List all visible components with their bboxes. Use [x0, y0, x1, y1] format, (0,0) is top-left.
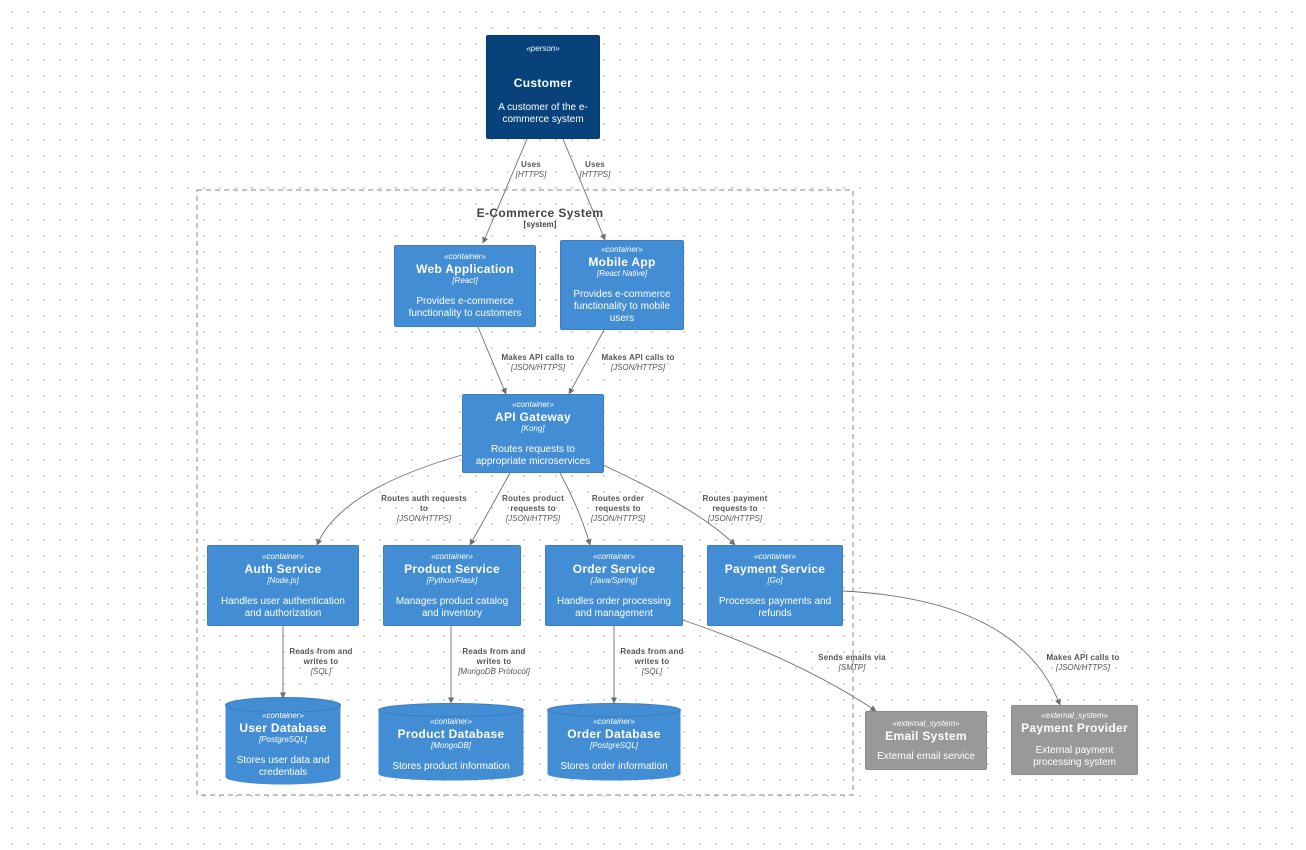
order-database-description: Stores order information	[560, 761, 668, 772]
mobile-app-node[interactable]: «container» Mobile App [React Native] Pr…	[560, 240, 684, 330]
order-database-title: Order Database	[567, 727, 661, 741]
web-app-stereotype: «container»	[444, 252, 486, 261]
payment-provider-node[interactable]: «external_system» Payment Provider Exter…	[1011, 705, 1138, 775]
auth-service-title: Auth Service	[244, 561, 322, 576]
web-app-node[interactable]: «container» Web Application [React] Prov…	[394, 245, 536, 327]
order-service-node[interactable]: «container» Order Service [Java/Spring] …	[545, 545, 683, 626]
email-system-node[interactable]: «external_system» Email System External …	[865, 711, 987, 770]
mobile-app-title: Mobile App	[588, 255, 656, 269]
edge-api-gateway-product-service	[469, 472, 511, 546]
edge-payment-service-payment-provider	[842, 590, 1061, 706]
product-database-node[interactable]: «container» Product Database [MongoDB] S…	[378, 703, 524, 781]
payment-provider-title: Payment Provider	[1021, 721, 1128, 735]
web-app-title: Web Application	[416, 262, 514, 276]
payment-provider-description: External payment processing system	[1033, 745, 1116, 768]
product-service-technology: [Python/Flask]	[426, 575, 478, 585]
api-gateway-node[interactable]: «container» API Gateway [Kong] Routes re…	[462, 394, 604, 473]
email-system-stereotype: «external_system»	[892, 718, 960, 728]
web-app-description: Provides e-commerce functionality to cus…	[408, 296, 522, 319]
customer-node[interactable]: «person» Customer A customer of the e-co…	[486, 35, 600, 139]
customer-title: Customer	[513, 76, 573, 90]
edge-order-service-email-system	[682, 619, 877, 712]
product-service-node[interactable]: «container» Product Service [Python/Flas…	[383, 545, 521, 626]
api-gateway-title: API Gateway	[495, 409, 571, 424]
user-database-node[interactable]: «container» User Database [PostgreSQL] S…	[225, 697, 341, 785]
order-service-stereotype: «container»	[593, 551, 635, 561]
payment-service-description: Processes payments and refunds	[718, 595, 832, 619]
product-service-title: Product Service	[404, 561, 500, 576]
order-database-stereotype: «container»	[593, 717, 635, 726]
product-database-description: Stores product information	[392, 761, 510, 772]
user-database-description: Stores user data and credentials	[236, 755, 330, 778]
email-system-description: External email service	[877, 750, 975, 762]
mobile-app-stereotype: «container»	[601, 245, 643, 254]
order-database-cylinder-icon	[547, 703, 681, 781]
order-service-technology: [Java/Spring]	[590, 575, 638, 585]
api-gateway-stereotype: «container»	[512, 399, 554, 409]
edge-web-app-api-gateway	[477, 326, 507, 395]
customer-description: A customer of the e-commerce system	[498, 102, 588, 125]
order-database-node[interactable]: «container» Order Database [PostgreSQL] …	[547, 703, 681, 781]
web-app-technology: [React]	[452, 276, 478, 285]
product-service-description: Manages product catalog and inventory	[395, 595, 509, 619]
system-boundary	[196, 189, 854, 796]
edge-api-gateway-payment-service	[602, 464, 736, 546]
email-system-title: Email System	[885, 728, 967, 743]
auth-service-description: Handles user authentication and authoriz…	[221, 595, 345, 619]
order-service-description: Handles order processing and management	[557, 595, 671, 619]
user-database-technology: [PostgreSQL]	[258, 735, 308, 744]
payment-provider-stereotype: «external_system»	[1040, 711, 1109, 720]
payment-service-technology: [Go]	[767, 575, 783, 585]
mobile-app-description: Provides e-commerce functionality to mob…	[573, 289, 671, 324]
mobile-app-technology: [React Native]	[596, 269, 648, 278]
user-database-title: User Database	[239, 721, 327, 735]
user-database-stereotype: «container»	[262, 711, 304, 720]
edge-customer-web-app	[482, 138, 528, 244]
edge-customer-mobile-app	[562, 138, 606, 241]
auth-service-node[interactable]: «container» Auth Service [Node.js] Handl…	[207, 545, 359, 626]
payment-service-stereotype: «container»	[754, 551, 796, 561]
product-database-technology: [MongoDB]	[430, 741, 472, 750]
edge-api-gateway-auth-service	[316, 454, 463, 546]
payment-service-node[interactable]: «container» Payment Service [Go] Process…	[707, 545, 843, 626]
order-service-title: Order Service	[572, 561, 656, 576]
order-database-technology: [PostgreSQL]	[589, 741, 639, 750]
auth-service-stereotype: «container»	[262, 551, 304, 561]
auth-service-technology: [Node.js]	[267, 575, 299, 585]
edge-api-gateway-order-service	[559, 472, 592, 546]
product-database-cylinder-icon	[378, 703, 524, 781]
product-service-stereotype: «container»	[431, 551, 473, 561]
user-database-cylinder-icon	[225, 697, 341, 785]
product-database-title: Product Database	[397, 727, 505, 741]
payment-service-title: Payment Service	[724, 561, 826, 576]
api-gateway-technology: [Kong]	[521, 423, 545, 433]
customer-stereotype: «person»	[526, 44, 560, 53]
product-database-stereotype: «container»	[430, 717, 472, 726]
api-gateway-description: Routes requests to appropriate microserv…	[475, 443, 591, 467]
edge-mobile-app-api-gateway	[568, 329, 605, 395]
